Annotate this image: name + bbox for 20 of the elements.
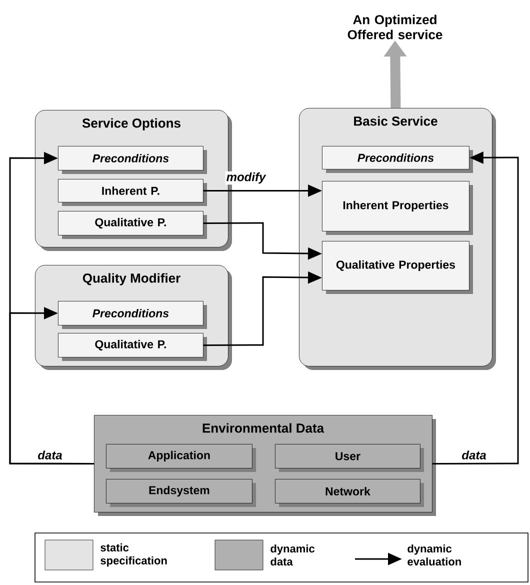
property-box: Inherent Properties	[322, 181, 473, 235]
property-box: Endsystem	[106, 479, 256, 507]
property-box: Qualitative Properties	[322, 241, 473, 294]
property-box: Inherent P.	[58, 179, 207, 206]
edge-label: data	[460, 450, 488, 460]
legend-text: static specification	[100, 543, 167, 567]
property-box: Application	[106, 444, 256, 472]
property-box: Qualitative P.	[58, 333, 207, 361]
property-box: Qualitative P.	[58, 211, 207, 239]
property-box: Preconditions	[58, 301, 207, 329]
property-box: User	[275, 444, 424, 472]
legend-text: dynamic evaluation	[408, 544, 461, 566]
arrow	[9, 306, 94, 464]
output-label: An Optimized Offered service	[348, 14, 442, 40]
edge-label: modify	[225, 171, 267, 185]
property-box: Network	[275, 479, 424, 507]
property-box: Preconditions	[322, 146, 473, 173]
legend-text: dynamic data	[270, 544, 314, 566]
edge-label: data	[36, 450, 64, 460]
property-box: Preconditions	[58, 146, 207, 174]
